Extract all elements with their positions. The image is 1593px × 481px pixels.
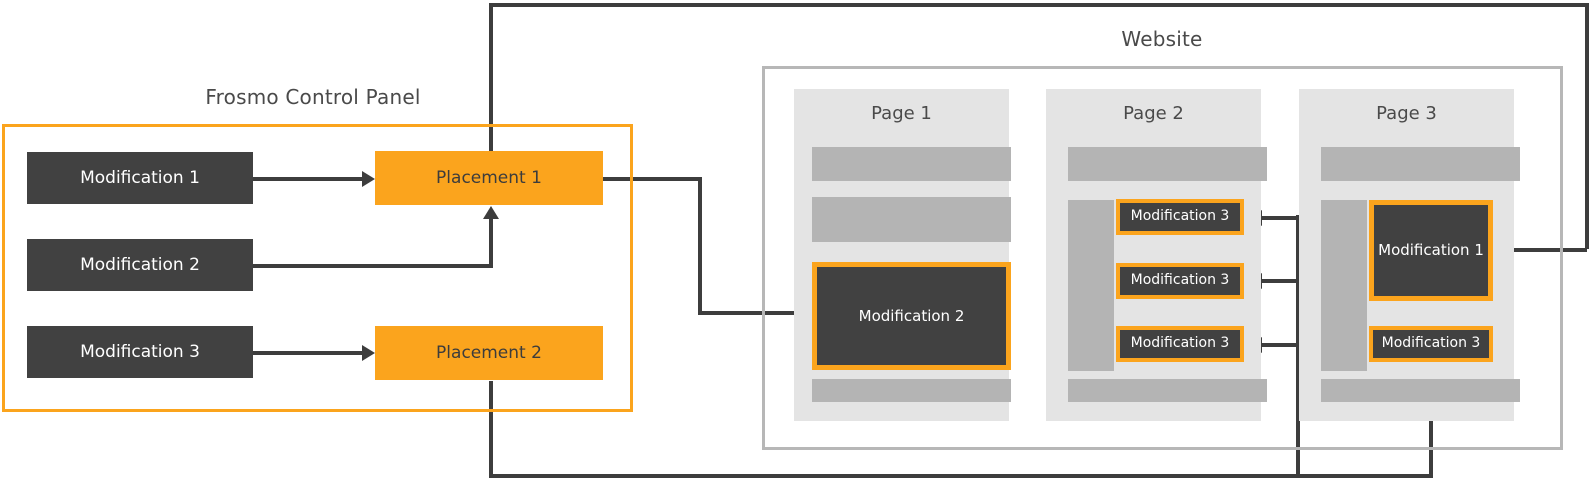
connector-bus-to-page2-mod3c — [1262, 343, 1299, 347]
page-2-bar-bottom — [1068, 379, 1267, 402]
page-2-modification-3-b[interactable]: Modification 3 — [1116, 263, 1244, 299]
page-3-modification-1[interactable]: Modification 1 — [1369, 200, 1493, 301]
arrow-modification2-to-placement1 — [483, 206, 499, 219]
connector-placement1-to-page3-vertical-right — [1585, 3, 1589, 249]
modification-3-box[interactable]: Modification 3 — [27, 326, 253, 378]
placement-1-box[interactable]: Placement 1 — [375, 151, 603, 205]
page-2-card[interactable]: Page 2 — [1046, 89, 1267, 421]
page-2-modification-3-a[interactable]: Modification 3 — [1116, 199, 1244, 235]
page-2-title: Page 2 — [1123, 103, 1184, 124]
connector-modification3-to-placement2 — [253, 351, 363, 355]
placement-2-box[interactable]: Placement 2 — [375, 326, 603, 380]
page-1-bar-3 — [812, 379, 1011, 402]
page-1-title: Page 1 — [871, 103, 932, 124]
website-frame — [762, 66, 1563, 450]
page-3-bar-sidebar — [1321, 200, 1367, 371]
connector-placement1-to-page3-top — [489, 3, 1589, 7]
page-1-bar-2 — [812, 197, 1011, 242]
connector-placement2-down — [489, 381, 493, 478]
page-2-bar-sidebar — [1068, 200, 1114, 371]
connector-placement1-to-page1-out — [603, 177, 702, 181]
modification-2-box[interactable]: Modification 2 — [27, 239, 253, 291]
connector-modification1-to-placement1 — [253, 177, 363, 181]
page-3-modification-3[interactable]: Modification 3 — [1369, 326, 1493, 362]
connector-bottom-bus — [489, 474, 1300, 478]
page-1-card[interactable]: Page 1 — [794, 89, 1011, 421]
connector-modification2-to-placement1-horizontal — [253, 264, 493, 268]
page-3-title: Page 3 — [1376, 103, 1437, 124]
connector-bus-to-page3-vertical — [1429, 376, 1433, 476]
arrow-modification1-to-placement1 — [362, 171, 375, 187]
connector-bus-to-page2-mod3a — [1262, 216, 1299, 220]
page-3-bar-top — [1321, 147, 1520, 181]
page-1-modification-2[interactable]: Modification 2 — [812, 262, 1011, 370]
connector-placement1-to-page3-vertical-left — [489, 3, 493, 151]
website-title: Website — [1121, 27, 1203, 51]
control-panel-title: Frosmo Control Panel — [205, 85, 421, 109]
control-panel-frame — [2, 124, 633, 412]
page-1-bar-1 — [812, 147, 1011, 181]
connector-modification2-to-placement1-vertical — [489, 218, 493, 268]
page-3-bar-bottom — [1321, 379, 1520, 402]
modification-1-box[interactable]: Modification 1 — [27, 152, 253, 204]
arrow-modification3-to-placement2 — [362, 345, 375, 361]
page-2-bar-top — [1068, 147, 1267, 181]
connector-bus-to-page3-horizontal — [1296, 474, 1433, 478]
connector-placement1-to-page1-vertical — [698, 177, 702, 315]
connector-placement1-to-page3-entry — [1508, 248, 1587, 252]
connector-bus-to-page2-mod3b — [1262, 279, 1299, 283]
page-2-modification-3-c[interactable]: Modification 3 — [1116, 326, 1244, 362]
connector-placement1-to-page1-entry — [698, 311, 796, 315]
